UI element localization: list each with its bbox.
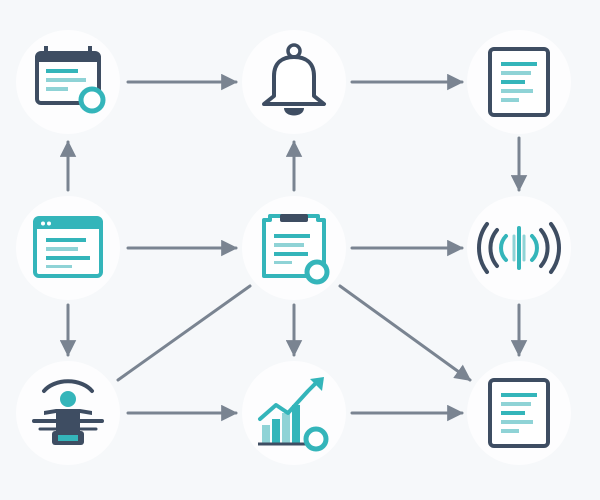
edge-clipboard-to-person xyxy=(116,284,252,382)
bell-icon xyxy=(242,30,346,134)
growth-chart-gear-icon xyxy=(242,361,346,465)
document-icon xyxy=(467,30,571,134)
person-at-desk-icon xyxy=(16,361,120,465)
browser-window-icon xyxy=(16,196,120,300)
clipboard-gear-icon xyxy=(242,196,346,300)
calendar-gear-icon xyxy=(16,30,120,134)
signal-waves-icon xyxy=(467,196,571,300)
edge-clipboard-to-document-bottom xyxy=(338,284,472,382)
edges xyxy=(59,73,528,422)
document-icon xyxy=(467,361,571,465)
